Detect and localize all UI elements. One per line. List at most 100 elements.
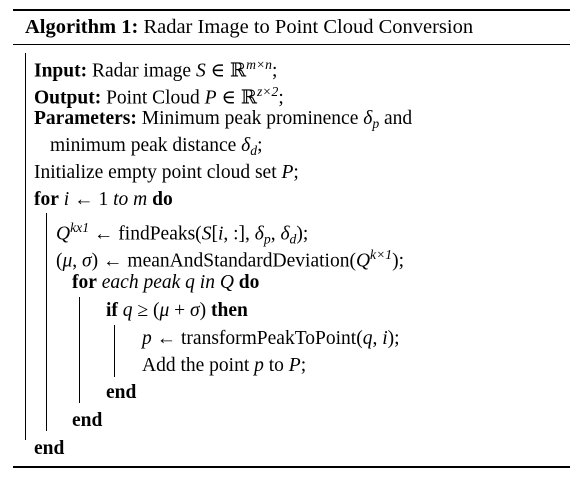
algorithm-caption: Algorithm 1: Radar Image to Point Cloud … — [25, 12, 473, 42]
if-rel: ≥ ( — [132, 300, 160, 321]
output-text: Point Cloud — [106, 87, 200, 109]
findpeaks-index-rest: , :], — [223, 223, 255, 245]
for-i-line: for i ← 1 to m do — [34, 186, 173, 213]
findpeaks-sub-d: d — [289, 231, 297, 247]
transform-q: q — [362, 328, 373, 349]
output-end: ; — [278, 87, 284, 109]
init-line: Initialize empty point cloud set P; — [34, 159, 299, 186]
for-m: m — [133, 189, 148, 210]
ms-sup: k×1 — [370, 247, 393, 262]
ms-end: ); — [392, 250, 405, 272]
input-end: ; — [272, 60, 278, 82]
add-text: Add the point — [142, 355, 250, 376]
input-exp: m×n — [246, 57, 272, 72]
ms-q: Q — [355, 250, 371, 272]
findpeaks-s: S — [201, 223, 212, 245]
transform-call: ← transformPeakToPoint( — [151, 328, 363, 349]
if-q: q — [122, 300, 133, 321]
for-do: do — [152, 189, 173, 210]
add-to: to — [268, 355, 284, 376]
caption-rule — [13, 44, 570, 46]
params-text-2: minimum peak distance — [50, 135, 237, 156]
transform-p: p — [142, 328, 152, 349]
findpeaks-line: Qkx1 ← findPeaks(S[i, :], δp, δd); — [56, 214, 308, 253]
findpeaks-end: ); — [296, 223, 309, 245]
params-and: and — [384, 108, 413, 129]
output-var: P — [204, 87, 217, 109]
for-each-do: do — [238, 272, 260, 293]
add-point-line: Add the point p to P; — [142, 352, 306, 379]
if-plus: + — [169, 300, 191, 321]
transform-end: ); — [387, 328, 400, 349]
scope-bar-if — [114, 325, 116, 377]
params-line-2: minimum peak distance δd; — [50, 132, 263, 164]
if-mu: μ — [159, 300, 170, 321]
q-sup: kx1 — [70, 220, 90, 235]
ms-mu: μ — [62, 250, 73, 272]
params-sub-p: p — [372, 116, 380, 132]
params-line-1: Parameters: Minimum peak prominence δp a… — [34, 105, 412, 137]
for-arrow: ← 1 — [69, 189, 114, 210]
for-keyword: for — [34, 189, 59, 210]
input-text: Radar image — [92, 60, 192, 82]
q-var: Q — [56, 223, 71, 245]
if-line: if q ≥ (μ + σ) then — [106, 297, 248, 324]
algorithm-label: Algorithm 1: — [25, 16, 139, 38]
mean-std-line: (μ, σ) ← meanAndStandardDeviation(Qk×1); — [56, 241, 404, 275]
output-rel: ∈ ℝ — [216, 87, 257, 109]
add-end: ; — [300, 355, 307, 376]
for-var-i: i — [63, 189, 70, 210]
params-end: ; — [257, 135, 263, 156]
for-each-text: each peak — [101, 272, 181, 293]
top-rule — [13, 9, 570, 11]
init-var: P — [281, 162, 294, 183]
if-close: ) — [199, 300, 207, 321]
for-each-Q: Q — [219, 272, 234, 293]
for-each-keyword: for — [72, 272, 97, 293]
findpeaks-call: ← findPeaks( — [89, 223, 202, 245]
findpeaks-sub-p: p — [263, 231, 271, 247]
transform-line: p ← transformPeakToPoint(q, i); — [142, 325, 400, 352]
input-line: Input: Radar image S ∈ ℝm×n; — [34, 51, 277, 85]
bottom-rule — [13, 466, 570, 468]
for-each-in: in — [199, 272, 215, 293]
ms-open: ( — [56, 250, 63, 272]
for-each-q: q — [185, 272, 195, 293]
params-sub-d: d — [250, 143, 258, 159]
output-keyword: Output: — [34, 87, 102, 109]
ms-comma: , — [72, 250, 83, 272]
params-text-1: Minimum peak prominence — [141, 108, 359, 129]
scope-bar-for-i — [46, 213, 48, 431]
if-sigma: σ — [190, 300, 200, 321]
params-delta-d: δ — [241, 135, 251, 156]
findpeaks-bracket: [ — [211, 223, 218, 245]
transform-i: i — [382, 328, 388, 349]
findpeaks-delta-p: δ — [254, 223, 264, 245]
input-var: S — [195, 60, 206, 82]
ms-sigma: σ — [82, 250, 92, 272]
if-keyword: if — [106, 300, 118, 321]
findpeaks-i: i — [217, 223, 224, 245]
init-end: ; — [293, 162, 299, 183]
input-keyword: Input: — [34, 60, 88, 82]
transform-comma: , — [372, 328, 383, 349]
end-if: end — [106, 382, 137, 403]
algorithm-title: Radar Image to Point Cloud Conversion — [143, 16, 474, 38]
scope-bar-for-q — [79, 297, 81, 403]
output-line: Output: Point Cloud P ∈ ℝz×2; — [34, 78, 284, 112]
params-delta-p: δ — [363, 108, 373, 129]
end-for-each: end — [72, 410, 103, 431]
scope-bar-main — [25, 53, 27, 440]
for-to: to — [113, 189, 129, 210]
params-keyword: Parameters: — [34, 108, 137, 129]
input-rel: ∈ ℝ — [205, 60, 247, 82]
findpeaks-delta-d: δ — [280, 223, 290, 245]
output-exp: z×2 — [256, 84, 279, 99]
if-then: then — [211, 300, 248, 321]
end-for-i: end — [34, 438, 65, 459]
init-text: Initialize empty point cloud set — [34, 162, 277, 183]
findpeaks-comma: , — [270, 223, 281, 245]
ms-call: ) ← meanAndStandardDeviation( — [91, 250, 356, 272]
add-p: p — [254, 355, 264, 376]
add-P: P — [288, 355, 301, 376]
